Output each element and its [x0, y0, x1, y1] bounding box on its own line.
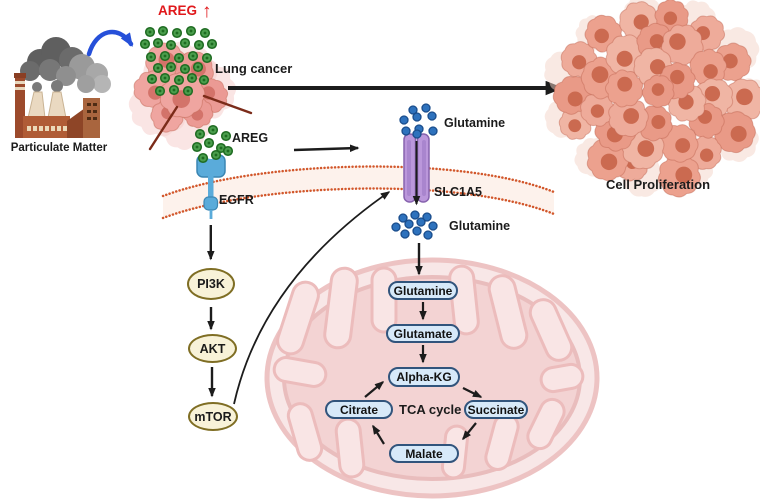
- metabolite-alpha-kg: Alpha-KG: [388, 367, 460, 387]
- factory-icon: [14, 37, 111, 138]
- mtor-slc1a5-arrow: [233, 191, 391, 405]
- signal-arrow: [293, 144, 360, 153]
- glutamine-extracellular-label: Glutamine: [444, 116, 506, 130]
- chimney-top: [14, 73, 26, 78]
- metabolite-citrate: Citrate: [325, 400, 393, 419]
- chimney: [15, 78, 25, 138]
- metabolite-glutamine: Glutamine: [388, 281, 458, 300]
- areg-ligand-label: AREG: [232, 131, 269, 145]
- metabolite-glutamate: Glutamate: [386, 324, 460, 343]
- metabolite-malate: Malate: [389, 444, 459, 463]
- factory-tower: [83, 98, 100, 138]
- egfr-label: EGFR: [219, 193, 254, 207]
- zoom-leader-lines: [148, 94, 253, 151]
- particulate-matter-label: Particulate Matter: [10, 142, 108, 154]
- tca-cycle-label: TCA cycle: [399, 402, 462, 417]
- areg-up-text: AREG: [158, 3, 198, 18]
- node-mtor: mTOR: [188, 402, 238, 431]
- exposure-arrow: [86, 29, 134, 57]
- areg-upregulated-label: AREG ↑: [158, 1, 212, 22]
- slc1a5-label: SLC1A5: [434, 185, 482, 199]
- cascade-arrows: [207, 225, 216, 398]
- factory-annex: [67, 108, 85, 138]
- glutamine-cytosol-label: Glutamine: [449, 219, 511, 233]
- cooling-tower: [47, 91, 67, 119]
- cell-proliferation-mass: [544, 0, 760, 198]
- tca-arrows: [364, 302, 483, 445]
- factory-smoke: [20, 37, 111, 93]
- cooling-tower: [27, 91, 46, 119]
- metabolite-succinate: Succinate: [464, 400, 528, 419]
- lung-cancer-label: Lung cancer: [215, 61, 293, 76]
- node-pi3k: PI3K: [187, 268, 235, 300]
- up-arrow-icon: ↑: [202, 1, 212, 22]
- molecule-dots: [139, 25, 438, 240]
- node-akt: AKT: [188, 334, 237, 363]
- slc1a5-transporter: [403, 133, 430, 206]
- cell-proliferation-label: Cell Proliferation: [605, 177, 711, 192]
